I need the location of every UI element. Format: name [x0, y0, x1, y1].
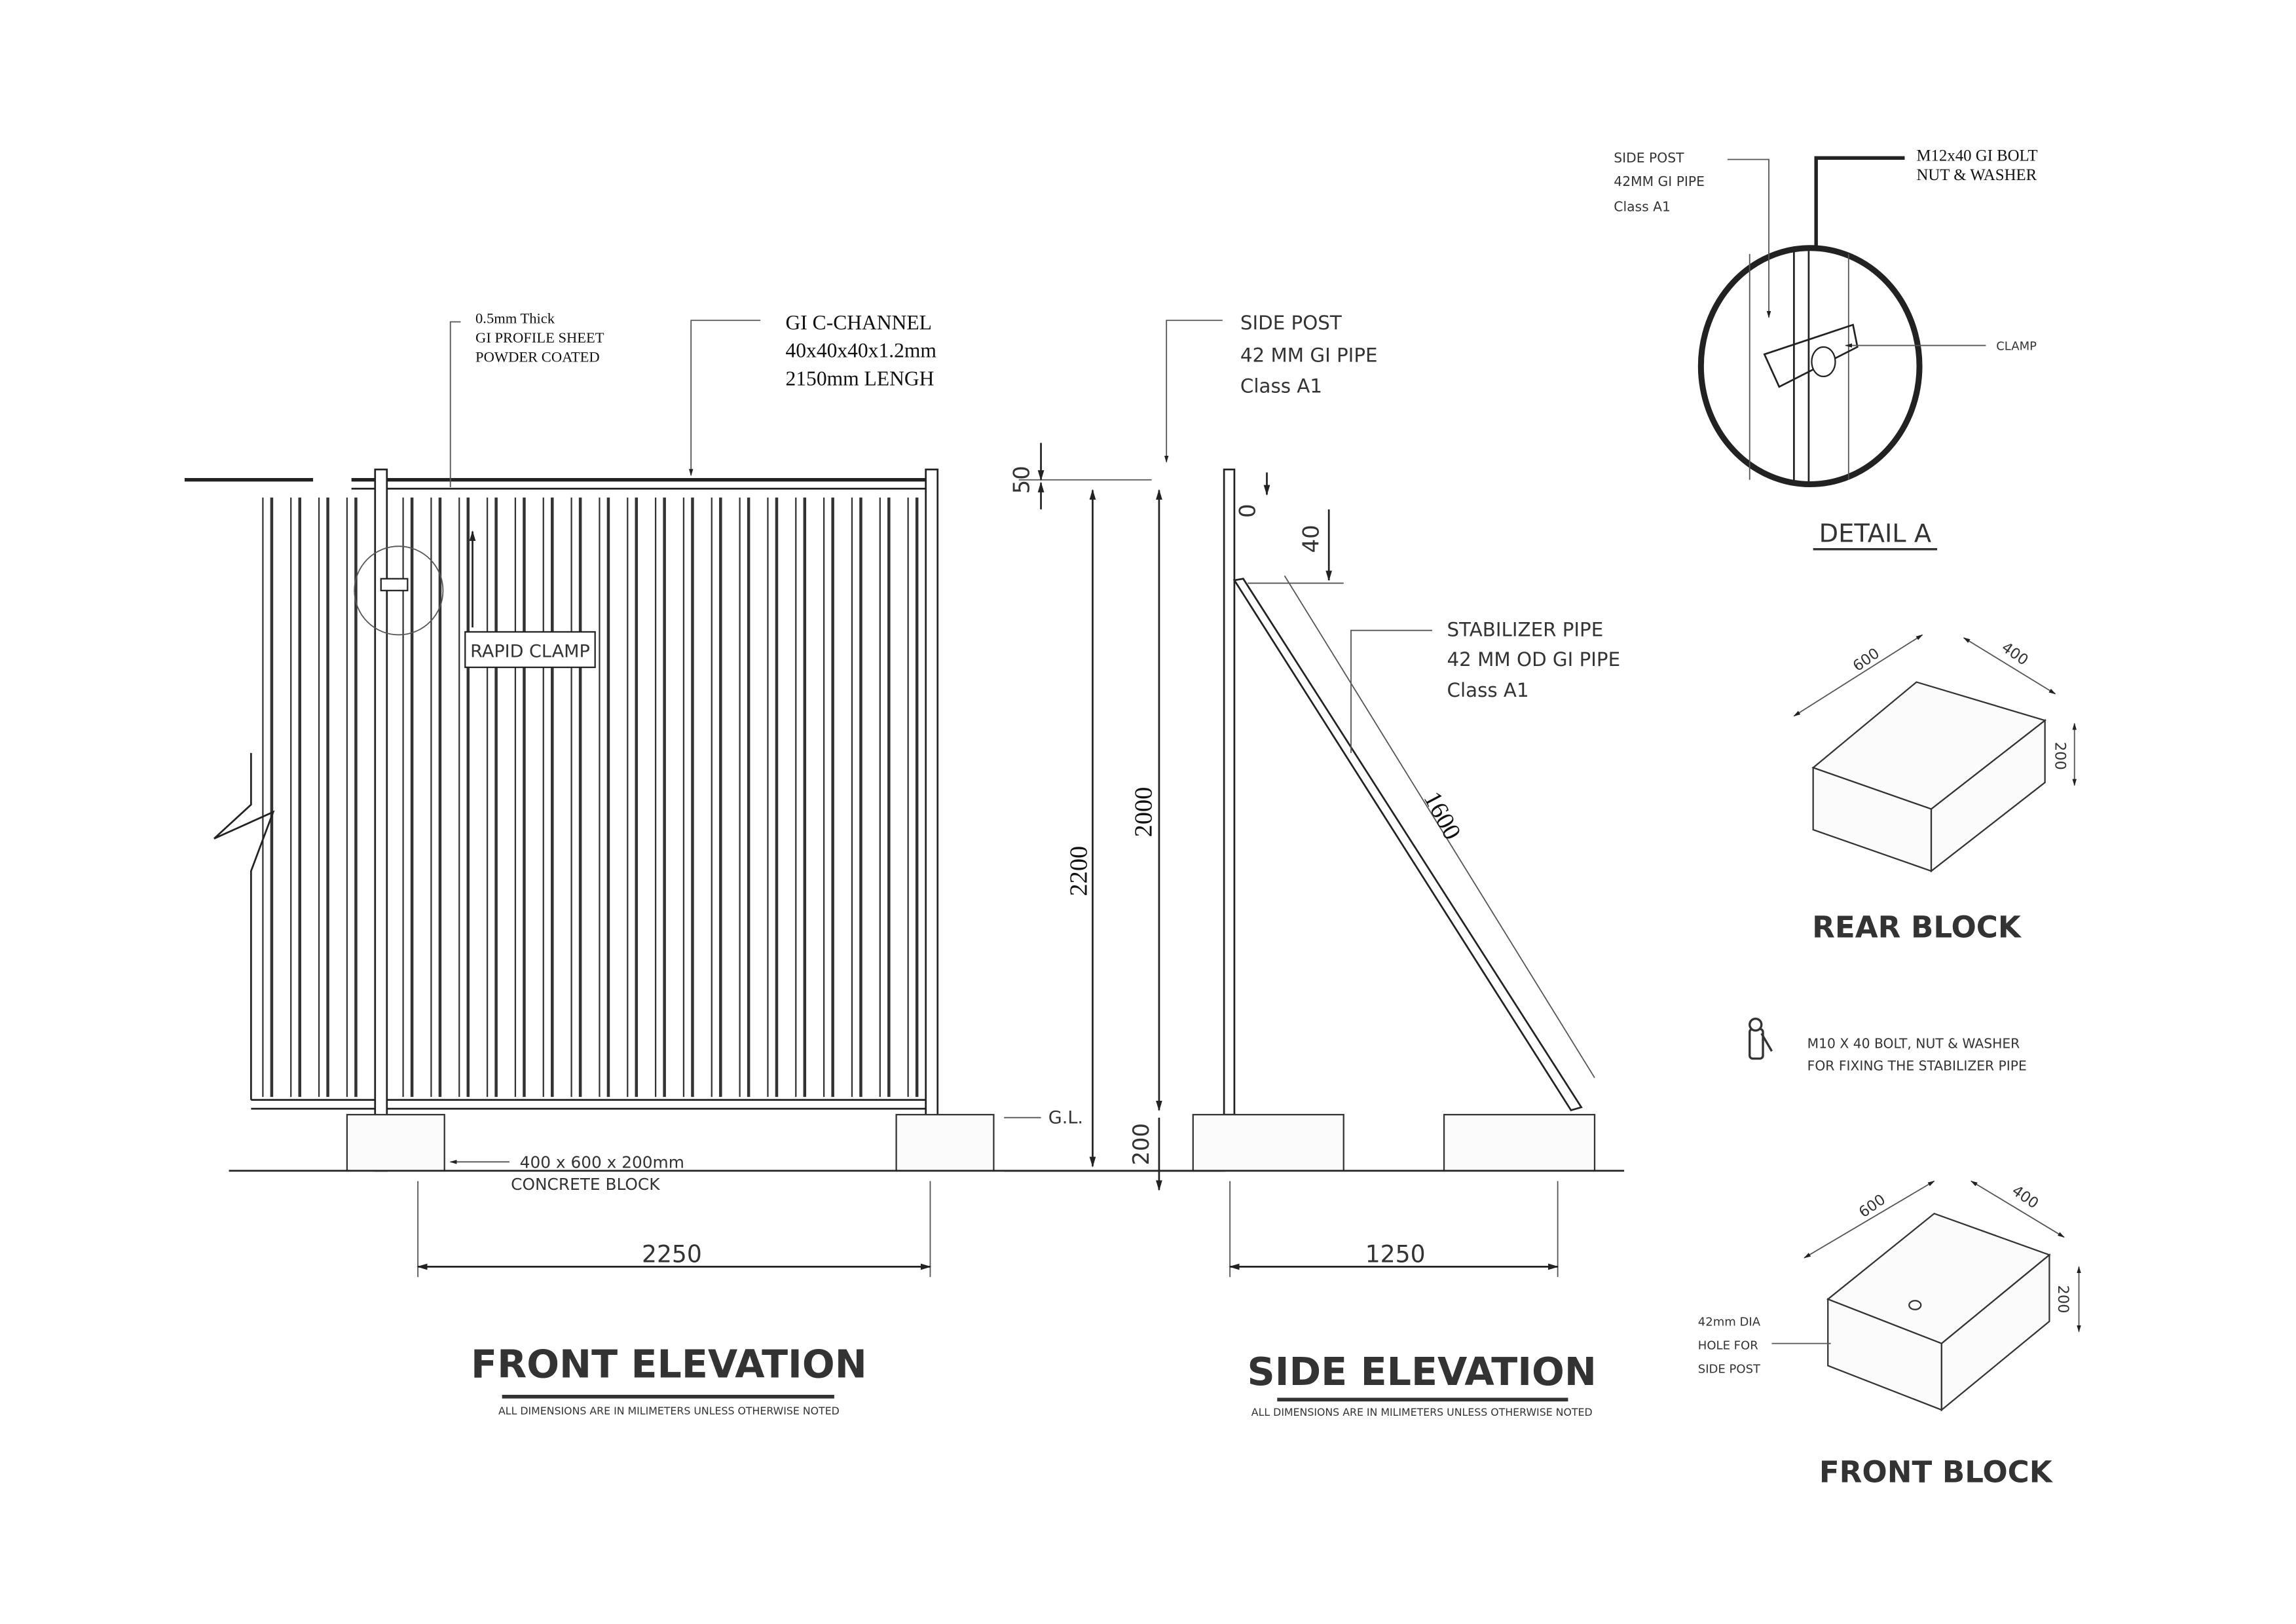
side-elevation-note: ALL DIMENSIONS ARE IN MILIMETERS UNLESS …: [1251, 1406, 1593, 1418]
break-line: [213, 752, 275, 1100]
front-dim-height: 200: [2054, 1285, 2071, 1313]
dim-base: 200: [1128, 1123, 1154, 1166]
detail-side-post-note: SIDE POST 42MM GI PIPE Class A1: [1614, 150, 1709, 214]
side-elevation: 50 2200 2000 200 0 40 1600 G.L. SIDE POS…: [1004, 312, 1627, 1418]
front-block-side: [1192, 1114, 1344, 1172]
dim-zero: 0: [1234, 504, 1260, 518]
front-block: 600 400 200 42mm DIA HOLE FOR SIDE POST …: [1698, 1180, 2081, 1490]
dim-post: 2000: [1130, 787, 1158, 838]
side-width-dimension: 1250: [1365, 1241, 1426, 1268]
rapid-clamp-label-box: [464, 631, 596, 669]
front-elevation-title: FRONT ELEVATION: [471, 1342, 867, 1386]
dim-offset: 40: [1298, 525, 1324, 553]
side-post: [1223, 468, 1236, 1116]
rear-dim-height: 200: [2051, 742, 2068, 770]
rear-block-title: REAR BLOCK: [1812, 910, 2022, 945]
clamp-label: CLAMP: [1996, 339, 2037, 353]
side-elevation-title: SIDE ELEVATION: [1248, 1350, 1597, 1394]
rear-block: 600 400 200 REAR BLOCK: [1793, 634, 2077, 945]
hole-note: 42mm DIA HOLE FOR SIDE POST: [1698, 1316, 1764, 1376]
ground-level-label: G.L.: [1048, 1108, 1083, 1128]
front-elevation: RAPID CLAMP 0.5mm Thick GI PROFILE SHEET…: [184, 310, 1226, 1417]
stabilizer-note: STABILIZER PIPE 42 MM OD GI PIPE Class A…: [1447, 619, 1627, 701]
block-note: 400 x 600 x 200mm CONCRETE BLOCK: [511, 1153, 690, 1194]
c-channel-note: GI C-CHANNEL 40x40x40x1.2mm 2150mm LENGH: [786, 311, 942, 390]
detail-bolt-note: M12x40 GI BOLT NUT & WASHER: [1916, 147, 2041, 184]
left-post: [374, 468, 388, 1172]
profile-sheet-note: 0.5mm Thick GI PROFILE SHEET POWDER COAT…: [475, 310, 608, 365]
bolt-note: M10 X 40 BOLT, NUT & WASHER FOR FIXING T…: [1807, 1036, 2027, 1074]
concrete-block-left: [346, 1114, 445, 1172]
front-dim-width: 400: [2009, 1182, 2041, 1212]
front-elevation-note: ALL DIMENSIONS ARE IN MILIMETERS UNLESS …: [498, 1405, 840, 1417]
rapid-clamp-label: RAPID CLAMP: [470, 641, 590, 661]
front-dim-length: 600: [1856, 1191, 1889, 1221]
dim-total: 2200: [1065, 846, 1092, 896]
side-post-note: SIDE POST 42 MM GI PIPE Class A1: [1240, 312, 1384, 397]
rear-block-side: [1443, 1114, 1596, 1172]
bolt-icon: [1749, 1017, 1773, 1060]
concrete-block-right: [895, 1114, 995, 1172]
right-post: [925, 468, 939, 1120]
front-width-dimension: 2250: [642, 1241, 702, 1268]
front-block-title: FRONT BLOCK: [1819, 1455, 2054, 1490]
rear-dim-width: 400: [1999, 639, 2031, 669]
dim-stabilizer: 1600: [1418, 787, 1466, 844]
detail-circle: [1697, 245, 1923, 487]
stabilizer-pipe: [1232, 578, 1583, 1111]
bolt-note-group: M10 X 40 BOLT, NUT & WASHER FOR FIXING T…: [1749, 1017, 2027, 1074]
detail-a-title: DETAIL A: [1819, 519, 1931, 548]
rapid-clamp-detail-circle: [354, 545, 444, 636]
detail-a: SIDE POST 42MM GI PIPE Class A1 M12x40 G…: [1614, 147, 2041, 551]
dim-top: 50: [1009, 466, 1035, 494]
profile-sheets: [262, 497, 919, 1098]
